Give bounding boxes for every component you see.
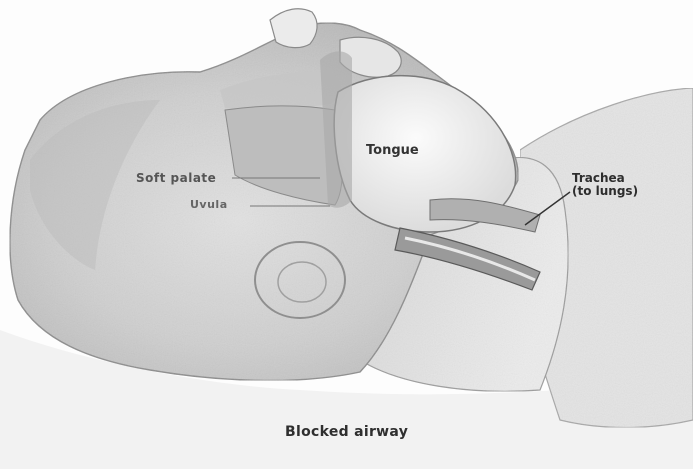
- tongue-label: Tongue: [366, 144, 419, 158]
- trachea-label-line1: Trachea: [572, 172, 638, 185]
- nose-shape: [270, 9, 317, 48]
- trachea-label-line2: (to lungs): [572, 185, 638, 198]
- uvula-label: Uvula: [190, 199, 228, 211]
- trachea-label: Trachea (to lungs): [572, 172, 638, 197]
- figure-caption: Blocked airway: [285, 424, 408, 440]
- soft-palate-label: Soft palate: [136, 172, 216, 185]
